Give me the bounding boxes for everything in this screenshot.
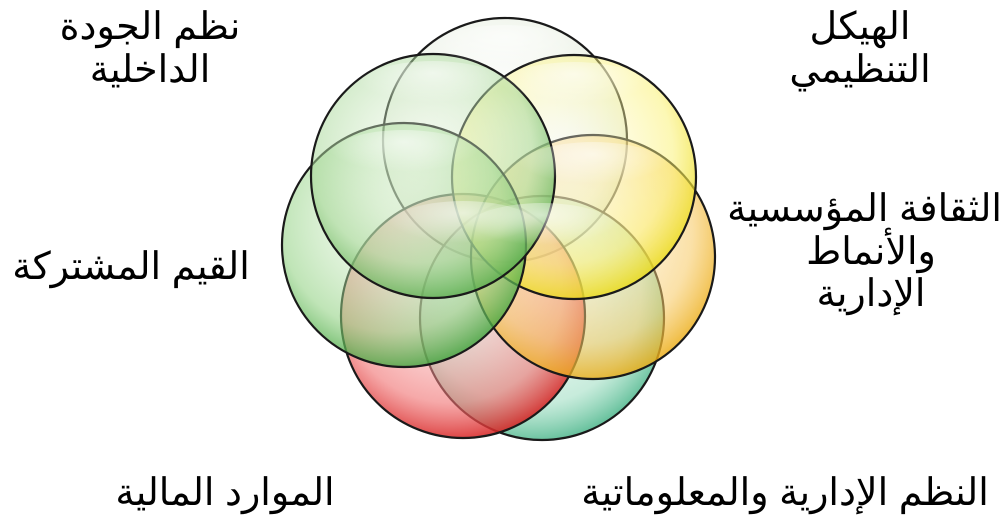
label-line: والأنماط xyxy=(740,231,1002,274)
label-shared-values: القيم المشتركة xyxy=(6,246,256,289)
label-financial-resources: الموارد المالية xyxy=(105,472,345,515)
label-line: الهيكل xyxy=(770,6,950,49)
label-line: التنظيمي xyxy=(770,49,950,92)
label-line: النظم الإدارية والمعلوماتية xyxy=(570,472,1000,515)
label-line: الموارد المالية xyxy=(105,472,345,515)
label-organizational-structure: الهيكل التنظيمي xyxy=(770,6,950,91)
label-line: الإدارية xyxy=(740,273,1002,316)
label-line: الثقافة المؤسسية xyxy=(740,188,1002,231)
label-institutional-culture: الثقافة المؤسسية والأنماط الإدارية xyxy=(740,188,1002,316)
label-admin-info-systems: النظم الإدارية والمعلوماتية xyxy=(570,472,1000,515)
label-line: القيم المشتركة xyxy=(6,246,256,289)
label-line: نظم الجودة xyxy=(50,6,250,49)
label-internal-quality-systems: نظم الجودة الداخلية xyxy=(50,6,250,91)
label-line: الداخلية xyxy=(50,49,250,92)
